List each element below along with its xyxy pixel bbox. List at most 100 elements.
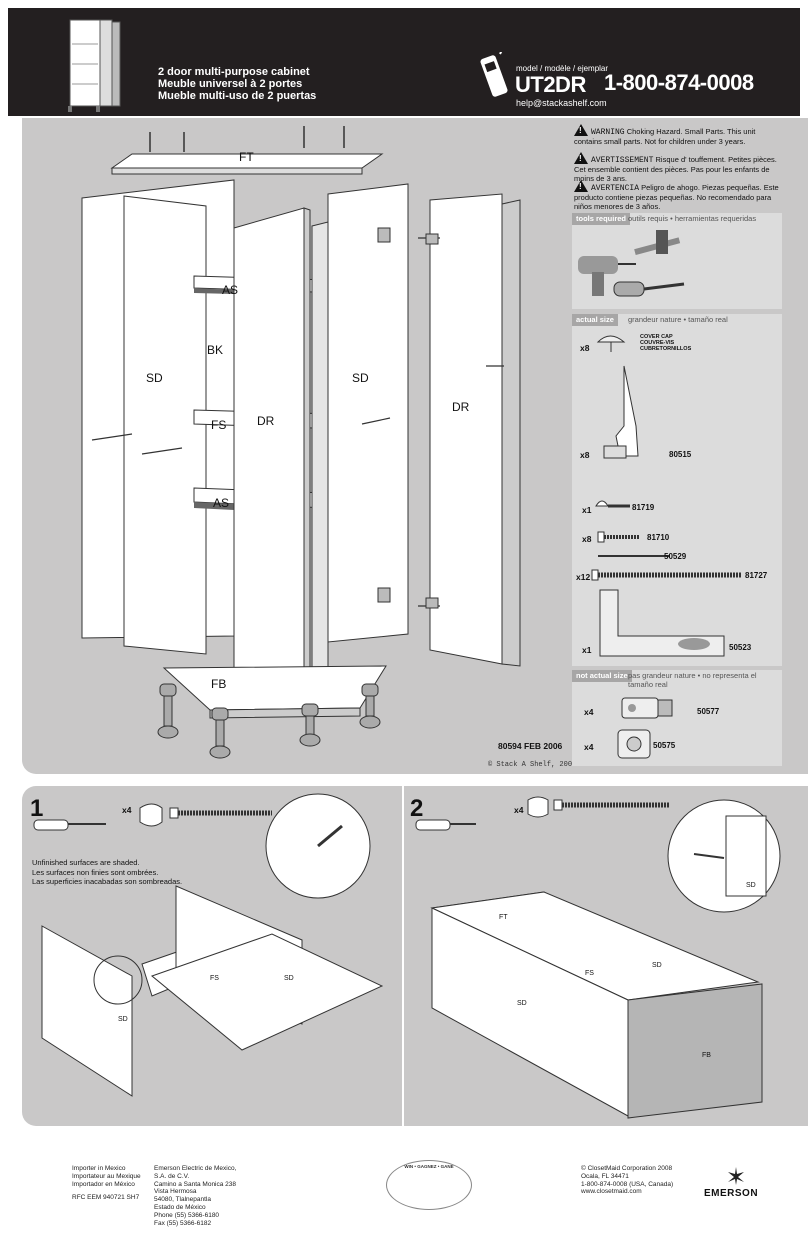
screw-icon — [169, 807, 272, 819]
step-2-qty: x4 — [514, 805, 524, 815]
side-panel-right — [327, 183, 409, 643]
step-2-label-sd-right: SD — [652, 962, 662, 969]
note-line-en: Unfinished surfaces are shaded. — [32, 858, 140, 867]
screwdriver-icon — [415, 819, 476, 831]
hardware-code: 50575 — [653, 741, 676, 750]
header-bar: 2 door multi-purpose cabinet Meuble univ… — [8, 8, 800, 116]
support-email[interactable]: help@stackashelf.com — [516, 98, 607, 108]
hinge-plate-icon — [621, 697, 673, 719]
screw-81710-icon — [597, 531, 640, 543]
part-label-fs: FS — [211, 418, 227, 432]
warning-en: WARNING Choking Hazard. Small Parts. Thi… — [574, 124, 782, 146]
not-actual-size-hardware — [617, 697, 673, 759]
not-actual-size-subtitle: pas grandeur nature • no representa el t… — [628, 671, 757, 689]
contest-badge-icon — [386, 1160, 472, 1210]
importer-line-fr: Importateur au Mexique — [72, 1172, 141, 1180]
hardware-code: 50523 — [729, 643, 752, 652]
cover-cap-icon — [596, 335, 626, 352]
title-line-fr: Meuble universel à 2 portes — [158, 78, 303, 90]
importer-rfc: RFC EEM 940721 SH7 — [72, 1194, 140, 1202]
exploded-cabinet-diagram — [81, 126, 521, 759]
emerson-logo-icon — [728, 1167, 744, 1185]
hardware-qty: x4 — [584, 707, 594, 717]
part-label-sd-left: SD — [146, 371, 163, 385]
cover-cap-icon — [527, 796, 549, 818]
warning-icon — [574, 152, 588, 164]
step-2-label-sd-zoom: SD — [746, 882, 756, 889]
step-2-label-sd-left: SD — [517, 1000, 527, 1007]
hardware-qty: x1 — [582, 505, 592, 515]
step-1-label-fs: FS — [210, 975, 219, 982]
title-line-en: 2 door multi-purpose cabinet — [158, 66, 310, 78]
screw-icon — [149, 126, 345, 152]
actual-size-hardware — [591, 335, 742, 657]
bottom-panel-fb — [162, 665, 387, 711]
importer-line-en: Importer in Mexico — [72, 1165, 126, 1172]
part-label-as-top: AS — [222, 283, 239, 297]
warning-es: AVERTENCIA Peligro de ahogo. Piezas pequ… — [574, 180, 782, 211]
screw-81727-icon — [591, 569, 742, 581]
panel-fb — [627, 983, 763, 1119]
hardware-qty: x12 — [576, 572, 591, 582]
importer-line-es: Importador en México — [72, 1180, 135, 1188]
step-1-label-sd-front: SD — [118, 1016, 128, 1023]
actual-size-subtitle: grandeur nature • tamaño real — [628, 315, 728, 324]
warning-word-es: AVERTENCIA — [591, 184, 640, 193]
step-1-qty: x4 — [122, 805, 132, 815]
note-line-fr: Les surfaces non finies sont ombrées. — [32, 867, 159, 877]
company-info: © ClosetMaid Corporation 2008 Ocala, FL … — [581, 1165, 674, 1196]
warning-word-fr: AVERTISSEMENT — [591, 156, 654, 165]
hardware-qty: x8 — [580, 343, 590, 353]
title-line-es: Mueble multi-uso de 2 puertas — [158, 90, 317, 102]
support-phone[interactable]: 1-800-874-0008 — [604, 70, 754, 95]
screwdriver-icon — [613, 281, 685, 297]
panel-sd-front — [41, 925, 133, 1097]
step-2-label-fs: FS — [585, 970, 594, 977]
warning-text-fr: Risque d' touffement. Petites pièces. Ce… — [574, 155, 777, 183]
shelf-support-icon — [603, 365, 639, 459]
part-label-bk: BK — [207, 343, 224, 357]
hardware-qty: x8 — [582, 534, 592, 544]
warning-icon — [574, 124, 588, 136]
drill-icon — [578, 256, 636, 296]
contest-badge-text: WIN • GAGNEZ • GANE — [404, 1164, 454, 1169]
hardware-qty: x1 — [582, 645, 592, 655]
warning-text-en: Choking Hazard. Small Parts. This unit c… — [574, 127, 756, 146]
hardware-code: 80515 — [669, 450, 692, 459]
hardware-code: 81727 — [745, 571, 768, 580]
screw-81719-icon — [595, 500, 630, 508]
step-1-label-sd-back: SD — [284, 975, 294, 982]
cover-cap-icon — [139, 803, 163, 827]
brand-name: EMERSON — [704, 1188, 759, 1199]
step-1-note: Unfinished surfaces are shaded. Les surf… — [32, 858, 182, 887]
note-line-es: Las superficies inacabadas son sombreada… — [32, 877, 183, 886]
actual-size-tab: actual size — [572, 314, 618, 326]
warning-fr: AVERTISSEMENT Risque d' touffement. Peti… — [574, 152, 782, 183]
tools-required-tab: tools required — [572, 213, 631, 225]
tools-illustration — [578, 230, 685, 297]
door-left-dr — [233, 207, 305, 709]
document-code: 80594 FEB 2006 — [498, 741, 563, 751]
step-2-label-fb: FB — [702, 1052, 711, 1059]
part-label-sd-right: SD — [352, 371, 369, 385]
warning-word-en: WARNING — [591, 128, 625, 137]
product-title: 2 door multi-purpose cabinet Meuble univ… — [158, 66, 316, 102]
model-label: model / modèle / ejemplar — [516, 64, 609, 73]
step-2-diagram — [415, 796, 781, 1119]
l-bracket-icon — [599, 589, 725, 657]
importer-info: Importer in Mexico Importateur au Mexiqu… — [72, 1165, 141, 1202]
hardware-qty: x4 — [584, 742, 594, 752]
importer-address: Emerson Electric de Mexico, S.A. de C.V.… — [154, 1165, 237, 1227]
screw-icon — [553, 799, 670, 811]
hardware-code: 81710 — [647, 533, 670, 542]
not-actual-size-box — [572, 670, 782, 766]
part-label-fb: FB — [211, 677, 227, 691]
tools-required-subtitle: outils requis • herramientas requeridas — [628, 214, 757, 223]
model-number: UT2DR — [515, 72, 586, 97]
screwdriver-icon — [33, 819, 106, 831]
hinge-cup-icon — [617, 729, 651, 759]
step-1-diagram — [33, 793, 384, 1097]
step-1-number: 1 — [30, 795, 44, 822]
hardware-qty: x8 — [580, 450, 590, 460]
